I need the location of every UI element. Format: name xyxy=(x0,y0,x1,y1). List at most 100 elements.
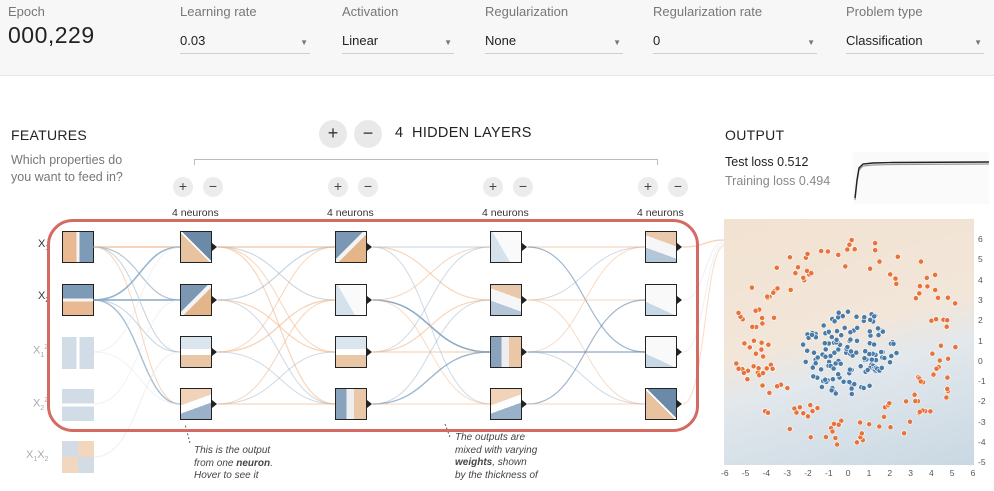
feature-label-x2-squared: X22 xyxy=(33,397,48,412)
blue-data-point xyxy=(820,322,827,329)
features-subtitle: Which properties do you want to feed in? xyxy=(11,152,123,186)
chevron-down-icon: ▼ xyxy=(613,38,621,47)
blue-data-point xyxy=(854,338,860,344)
y-tick-label: 5 xyxy=(978,254,983,265)
layer3-neuron-4[interactable] xyxy=(490,388,527,420)
blue-data-point xyxy=(800,341,806,348)
blue-data-point xyxy=(833,336,840,343)
y-tick-label: -3 xyxy=(978,416,986,427)
layer2-neurons-label: 4 neurons xyxy=(327,207,374,219)
feature-node-x2[interactable] xyxy=(62,284,94,316)
blue-data-point xyxy=(804,347,811,354)
epoch-control: Epoch 000,229 xyxy=(8,4,94,48)
feature-x1x2-text1: X xyxy=(26,449,34,461)
layer2-add-neuron-button[interactable]: + xyxy=(328,177,348,197)
orange-data-point xyxy=(752,307,759,314)
blue-data-point xyxy=(846,379,853,385)
layer4-remove-neuron-button[interactable]: − xyxy=(668,177,688,197)
layer4-add-neuron-button[interactable]: + xyxy=(638,177,658,197)
x-tick-label: 1 xyxy=(866,468,872,478)
blue-data-point xyxy=(847,329,854,336)
orange-data-point xyxy=(735,365,742,372)
chevron-down-icon: ▼ xyxy=(807,38,815,47)
orange-data-point xyxy=(814,405,821,411)
feature-node-x1x2[interactable] xyxy=(62,441,94,473)
feature-label-x1-squared: X12 xyxy=(33,344,48,359)
weights-note-line4: by the thickness of xyxy=(455,469,538,481)
blue-data-point xyxy=(871,313,878,320)
orange-data-point xyxy=(944,317,951,324)
orange-data-point xyxy=(944,385,951,392)
feature-x1x2-sub2: 2 xyxy=(44,456,49,464)
blue-data-point xyxy=(847,336,854,343)
layer2-remove-neuron-button[interactable]: − xyxy=(358,177,378,197)
layer1-neuron-4[interactable] xyxy=(180,388,217,420)
orange-data-point xyxy=(933,365,940,372)
learning-rate-control: Learning rate 0.03 ▼ xyxy=(180,4,310,54)
layer1-neuron-2[interactable] xyxy=(180,284,217,316)
layer1-neuron-1[interactable] xyxy=(180,231,217,263)
orange-data-point xyxy=(857,419,863,426)
x-tick-label: 2 xyxy=(887,468,893,478)
learning-rate-select[interactable]: 0.03 ▼ xyxy=(180,30,310,54)
layer4-neuron-1[interactable] xyxy=(645,231,682,263)
layer4-neuron-3[interactable] xyxy=(645,336,682,368)
layer3-remove-neuron-button[interactable]: − xyxy=(513,177,533,197)
training-loss-value: 0.494 xyxy=(798,174,831,188)
neuron-output-note: This is the output from one neuron. Hove… xyxy=(194,445,273,483)
blue-data-point xyxy=(814,354,821,361)
layer4-neuron-2[interactable] xyxy=(645,284,682,316)
weights-note-line3: weights, shown xyxy=(455,457,538,470)
blue-data-point xyxy=(875,332,882,338)
orange-data-point xyxy=(936,357,943,364)
orange-data-point xyxy=(935,295,941,301)
neuron-note-line2: from one neuron. xyxy=(194,458,273,471)
orange-data-point xyxy=(838,417,845,424)
orange-data-point xyxy=(893,281,900,287)
regularization-rate-select[interactable]: 0 ▼ xyxy=(653,30,817,54)
orange-data-point xyxy=(848,237,855,243)
test-loss-value: 0.512 xyxy=(777,155,809,169)
orange-data-point xyxy=(937,342,944,349)
layer1-remove-neuron-button[interactable]: − xyxy=(203,177,223,197)
neuron-note-line2-post: . xyxy=(270,457,273,469)
blue-data-point xyxy=(887,359,893,366)
orange-data-point xyxy=(770,289,777,296)
layer4-neuron-4[interactable] xyxy=(645,388,682,420)
layer1-neuron-3[interactable] xyxy=(180,336,217,368)
blue-data-point xyxy=(848,391,855,397)
x-tick-label: -1 xyxy=(825,468,833,478)
blue-data-point xyxy=(818,366,824,373)
regularization-select[interactable]: None ▼ xyxy=(485,30,623,54)
output-decision-plot[interactable] xyxy=(724,219,974,465)
feature-node-x1-squared[interactable] xyxy=(62,337,94,369)
blue-data-point xyxy=(875,325,881,332)
y-tick-label: 4 xyxy=(978,274,983,285)
layer1-add-neuron-button[interactable]: + xyxy=(173,177,193,197)
feature-x2sq-sup: 2 xyxy=(44,397,49,404)
add-layer-button[interactable]: + xyxy=(319,120,347,148)
orange-data-point xyxy=(911,391,918,398)
problem-type-value: Classification xyxy=(846,33,923,48)
orange-data-point xyxy=(763,365,770,372)
layer2-neuron-4[interactable] xyxy=(335,388,372,420)
blue-data-point xyxy=(879,328,886,335)
activation-value: Linear xyxy=(342,33,379,48)
orange-data-point xyxy=(835,252,842,258)
y-tick-label: 3 xyxy=(978,294,983,305)
layer2-neuron-3[interactable] xyxy=(335,336,372,368)
layer3-neuron-1[interactable] xyxy=(490,231,527,263)
layer3-neuron-3[interactable] xyxy=(490,336,527,368)
layer3-add-neuron-button[interactable]: + xyxy=(483,177,503,197)
problem-type-select[interactable]: Classification ▼ xyxy=(846,30,984,54)
feature-x1x2-sub1: 1 xyxy=(33,456,38,464)
layer2-neuron-2[interactable] xyxy=(335,284,372,316)
activation-select[interactable]: Linear ▼ xyxy=(342,30,454,54)
feature-x1x2-text2: X xyxy=(37,449,45,461)
orange-data-point xyxy=(844,246,851,253)
blue-data-point xyxy=(861,314,868,321)
layer2-neuron-1[interactable] xyxy=(335,231,372,263)
remove-layer-button[interactable]: − xyxy=(354,120,382,148)
layer3-neuron-2[interactable] xyxy=(490,284,527,316)
orange-data-point xyxy=(912,398,919,404)
